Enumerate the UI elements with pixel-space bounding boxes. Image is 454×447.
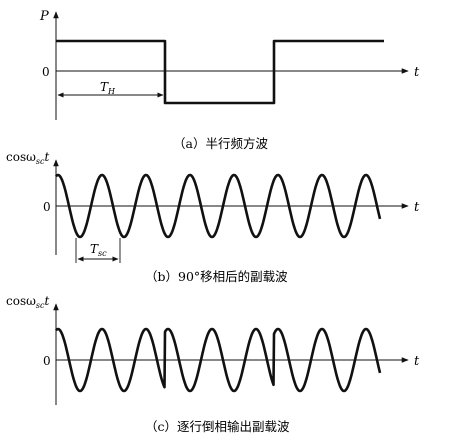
panel-a-t-label: t <box>414 65 420 80</box>
panel-b-caption: （b）90°移相后的副载波 <box>145 269 288 284</box>
panel-a-zero-label: 0 <box>42 65 50 79</box>
panel-a-period-label: TH <box>100 80 116 96</box>
panel-a-y-label: P <box>39 9 49 24</box>
panel-b-zero-label: 0 <box>43 200 51 214</box>
panel-c-y-label: cosωsct <box>6 294 49 310</box>
panel-a-square-wave: P 0 t TH （a）半行频方波 <box>39 9 420 151</box>
panel-b-subcarrier: cosωsct 0 t Tsc （b）90°移相后的副载波 <box>6 150 420 284</box>
panel-b-period-label: Tsc <box>90 242 107 258</box>
panel-b-t-label: t <box>414 200 420 215</box>
panel-c-caption: （c）逐行倒相输出副载波 <box>145 419 290 434</box>
panel-c-zero-label: 0 <box>43 354 51 368</box>
panel-c-inverted-subcarrier: cosωsct 0 t （c）逐行倒相输出副载波 <box>6 294 420 434</box>
panel-a-caption: （a）半行频方波 <box>173 136 268 151</box>
panel-b-y-label: cosωsct <box>6 150 49 166</box>
panel-c-inverted-cosine-wave <box>55 327 382 393</box>
panel-b-cosine-wave <box>55 173 382 239</box>
panel-a-square-wave-line <box>56 39 384 105</box>
panel-c-t-label: t <box>414 354 420 369</box>
